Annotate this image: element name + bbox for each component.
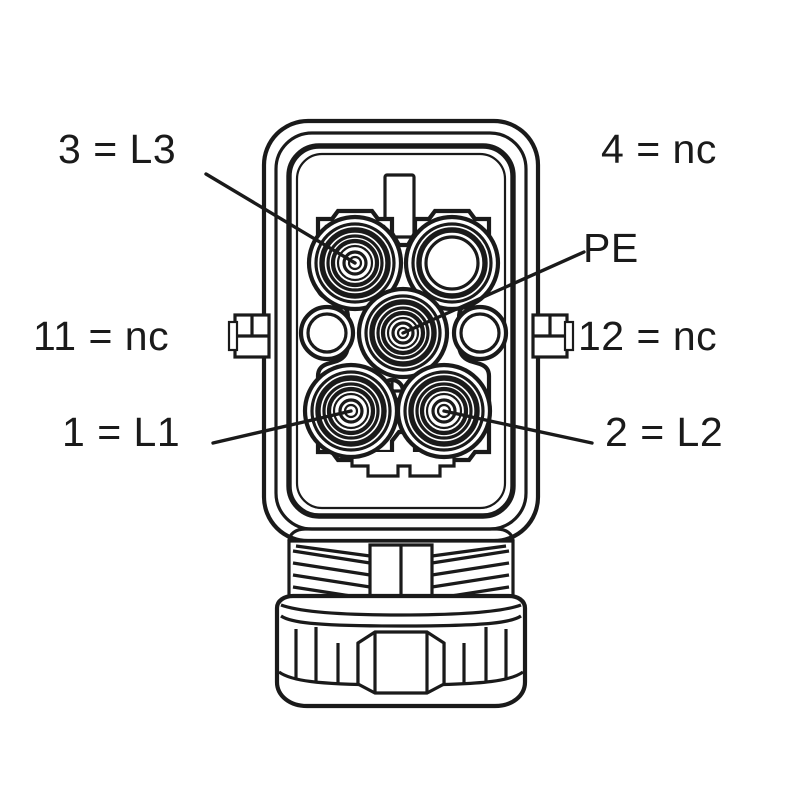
callout-pin-2: 2 = L2 <box>605 409 724 455</box>
leader-pin-1 <box>211 409 353 445</box>
callout-pin-11: 11 = nc <box>33 313 170 359</box>
leader-pin-3 <box>204 172 357 265</box>
callout-pin-3: 3 = L3 <box>58 126 177 172</box>
callout-pe: PE <box>583 225 639 271</box>
leader-lines <box>204 172 594 445</box>
socket-pin-11 <box>298 304 356 362</box>
callout-pin-4: 4 = nc <box>601 126 717 172</box>
leader-pe <box>401 250 586 335</box>
side-latch-left <box>227 313 271 359</box>
socket-pin-4 <box>403 214 501 312</box>
side-latch-right <box>531 313 575 359</box>
socket-pin-12 <box>451 304 509 362</box>
leader-pin-2 <box>442 409 594 445</box>
threaded-neck <box>287 527 515 602</box>
insert-bottom-notch <box>350 452 456 478</box>
callout-pin-1: 1 = L1 <box>62 409 181 455</box>
cable-gland-nut <box>274 593 528 709</box>
callout-pin-12: 12 = nc <box>578 313 718 359</box>
